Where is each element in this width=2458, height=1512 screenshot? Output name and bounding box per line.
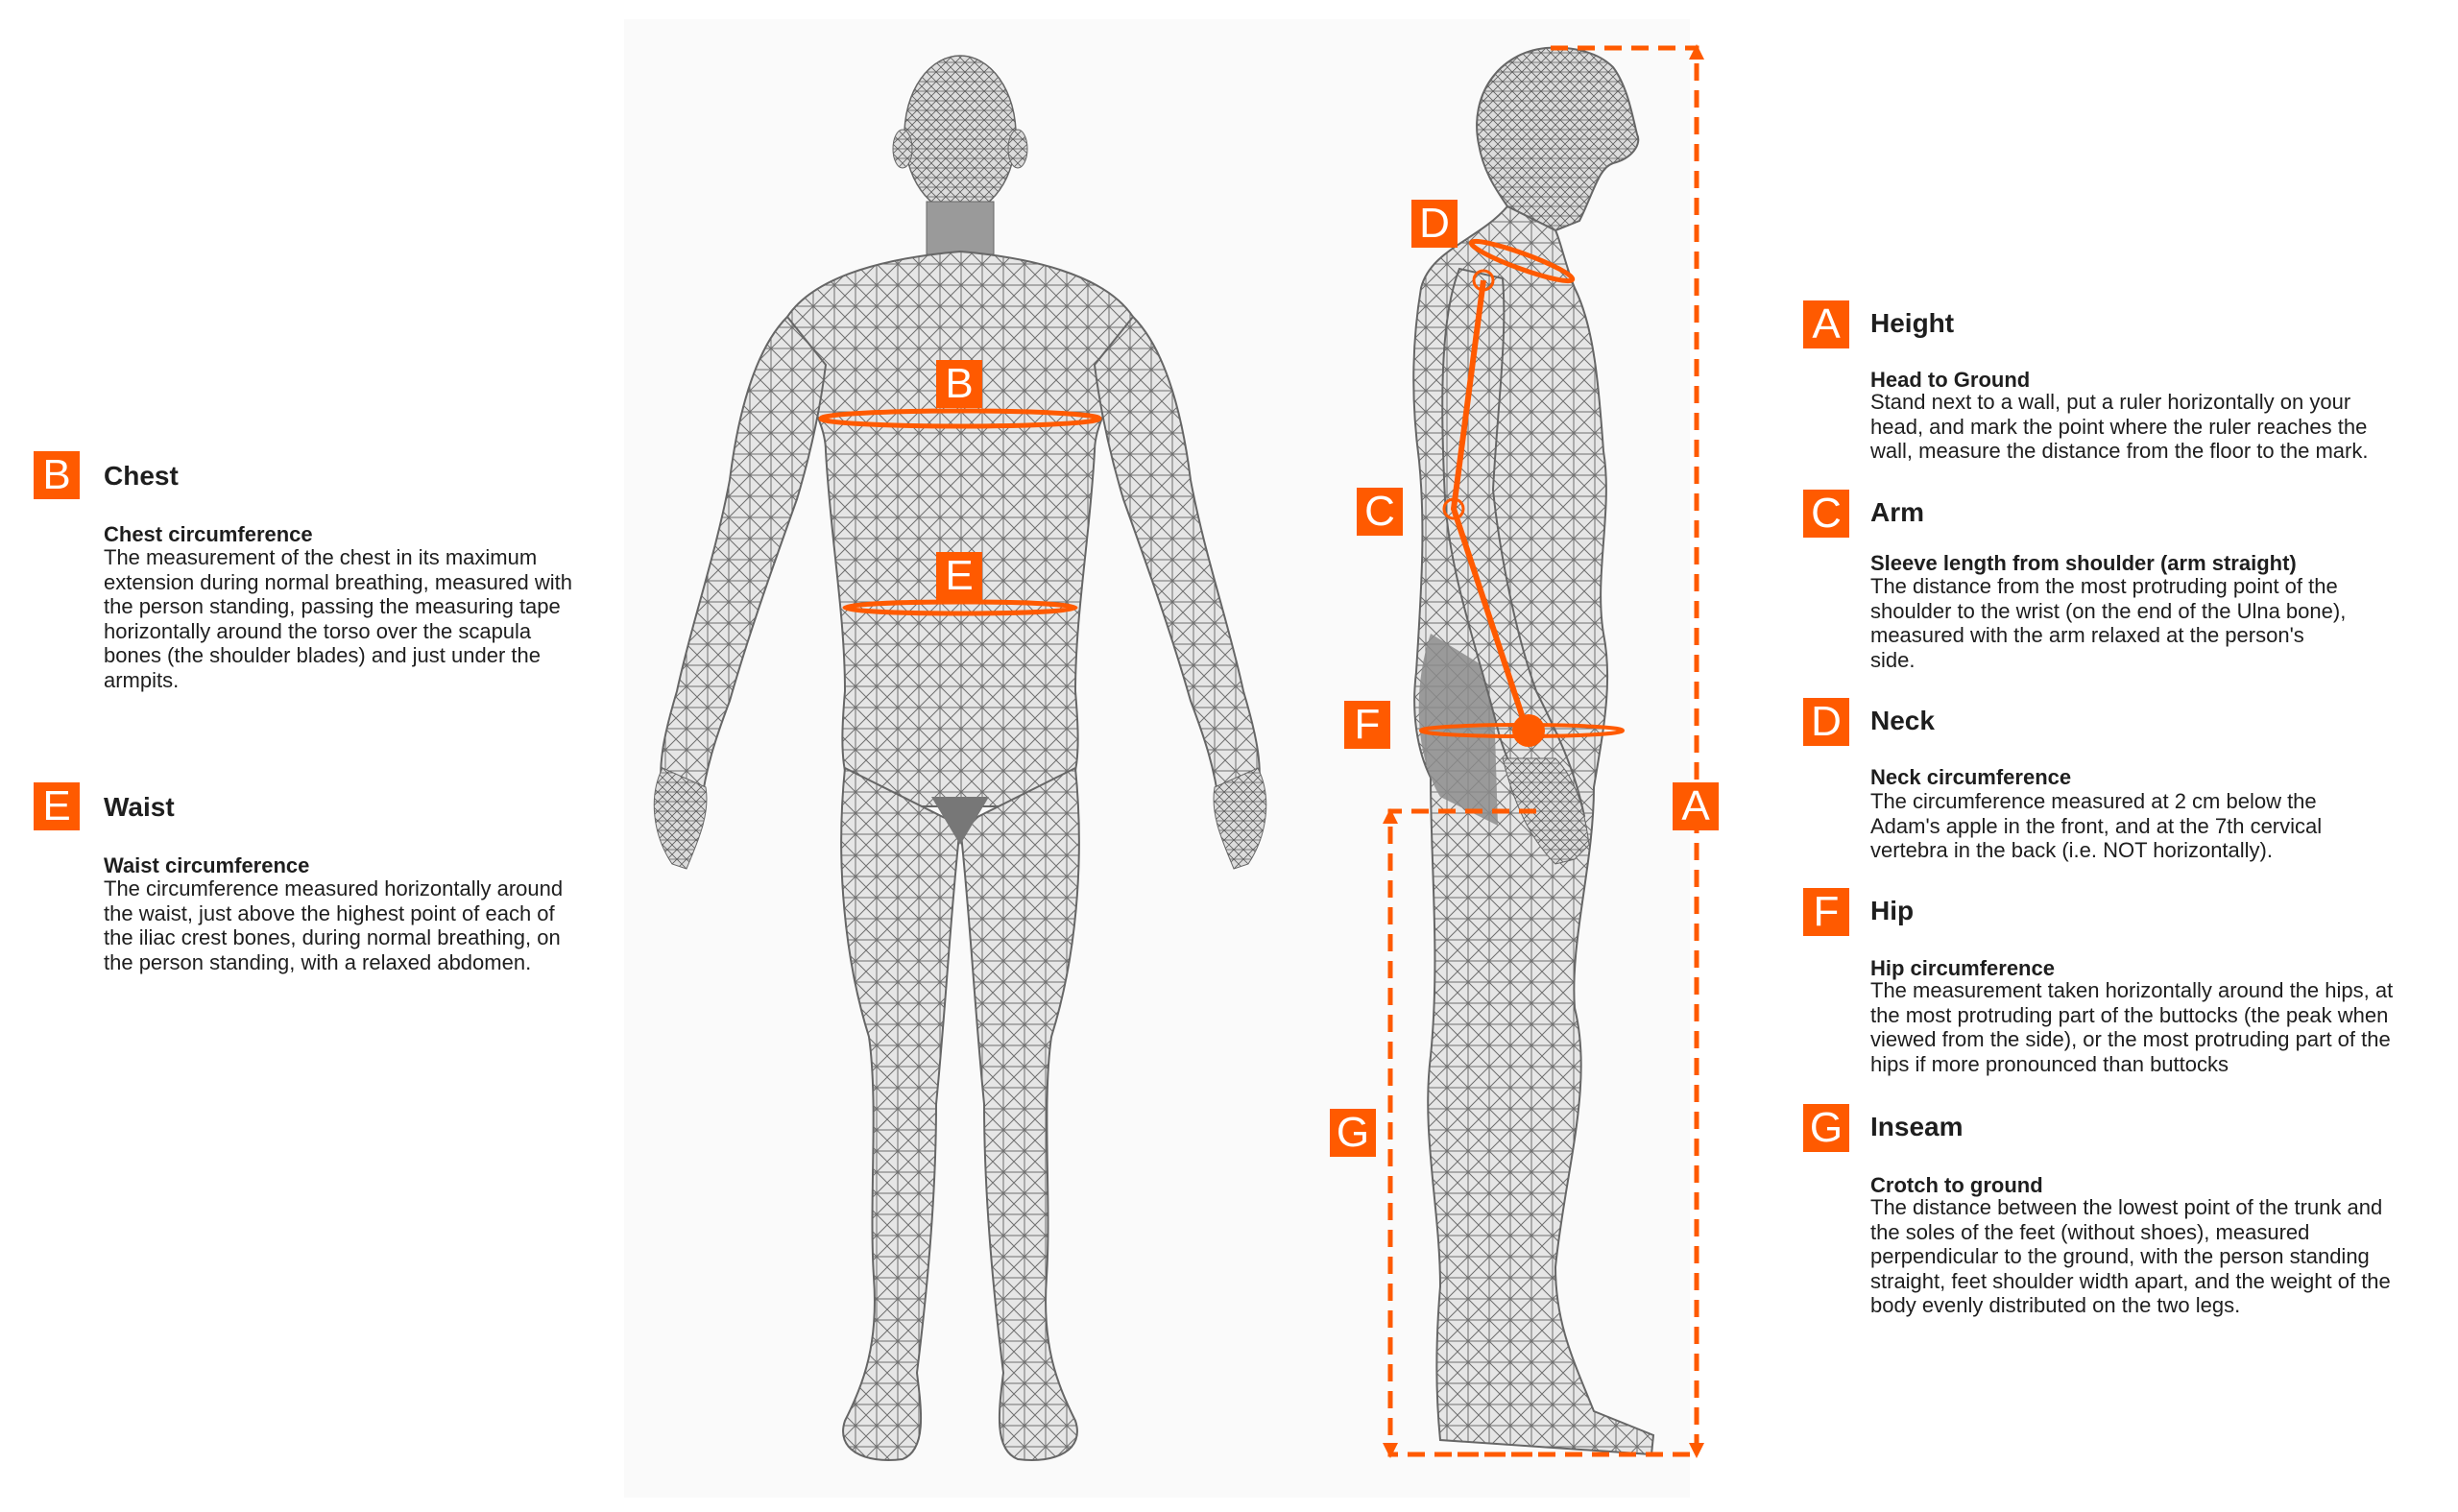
legend-title-inseam: Inseam	[1870, 1112, 1964, 1141]
legend-badge-d: D	[1803, 698, 1849, 746]
legend-badge-c: C	[1803, 490, 1849, 538]
legend-subtitle-hip: Hip circumference	[1870, 956, 2055, 980]
legend-subtitle-chest: Chest circumference	[104, 522, 313, 546]
figure-label-b: B	[936, 360, 982, 408]
legend-description-hip: The measurement taken horizontally aroun…	[1870, 978, 2394, 1076]
neck-measure-line	[1468, 238, 1576, 284]
legend-description-chest: The measurement of the chest in its maxi…	[104, 545, 572, 692]
legend-badge-b: B	[34, 451, 80, 499]
side-body-figure	[1383, 44, 1704, 1458]
figure-label-d: D	[1411, 200, 1458, 248]
height-measure-line	[1440, 45, 1699, 1457]
legend-description-inseam: The distance between the lowest point of…	[1870, 1195, 2391, 1317]
figure-label-f: F	[1344, 701, 1390, 749]
arm-measure-line	[1450, 279, 1530, 731]
legend-description-arm: The distance from the most protruding po…	[1870, 574, 2347, 672]
chest-measure-line	[818, 408, 1102, 429]
legend-subtitle-inseam: Crotch to ground	[1870, 1173, 2043, 1197]
legend-description-neck: The circumference measured at 2 cm below…	[1870, 789, 2323, 862]
legend-subtitle-waist: Waist circumference	[104, 853, 310, 877]
legend-title-hip: Hip	[1870, 896, 1915, 925]
legend-badge-f: F	[1803, 888, 1849, 936]
legend-title-arm: Arm	[1870, 497, 1925, 527]
waist-measure-line	[842, 599, 1078, 616]
legend-badge-g: G	[1803, 1104, 1849, 1152]
legend-subtitle-neck: Neck circumference	[1870, 765, 2072, 789]
inseam-measure-line	[1387, 808, 1536, 1457]
legend-description-height: Stand next to a wall, put a ruler horizo…	[1870, 390, 2369, 463]
legend-subtitle-arm: Sleeve length from shoulder (arm straigh…	[1870, 551, 2297, 575]
legend-subtitle-height: Head to Ground	[1870, 368, 2031, 392]
legend-title-waist: Waist	[104, 792, 175, 822]
legend-description-waist: The circumference measured horizontally …	[104, 876, 564, 974]
front-body-figure	[653, 55, 1267, 1461]
legend-title-height: Height	[1870, 308, 1955, 338]
legend-title-chest: Chest	[104, 461, 179, 491]
figure-label-a: A	[1673, 782, 1719, 830]
legend-badge-a: A	[1803, 300, 1849, 348]
figure-label-g: G	[1330, 1109, 1376, 1157]
hip-measure-line	[1419, 723, 1625, 738]
legend-title-neck: Neck	[1870, 706, 1935, 735]
figure-label-c: C	[1357, 488, 1403, 536]
legend-badge-e: E	[34, 782, 80, 830]
figure-label-e: E	[936, 552, 982, 600]
